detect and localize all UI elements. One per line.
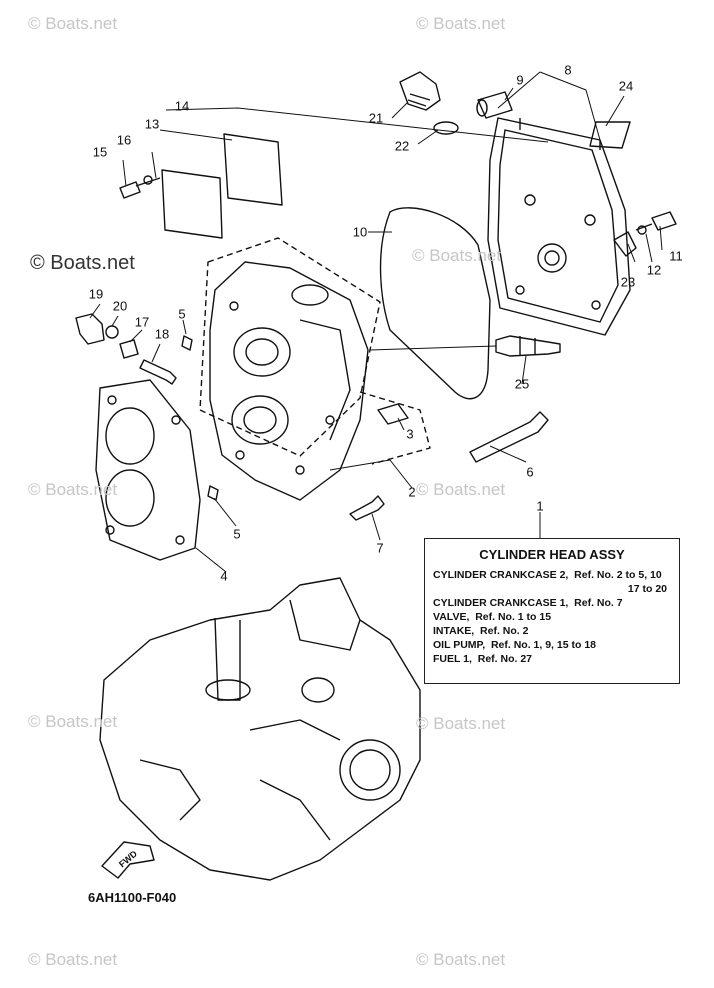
callout-10: 10	[352, 224, 368, 240]
plug-9	[476, 91, 513, 119]
callout-4: 4	[220, 568, 228, 584]
sleeve-3	[377, 403, 409, 425]
dashed-frame-head-right	[359, 391, 431, 465]
fwd-arrow	[101, 841, 155, 879]
watermark: © Boats.net	[28, 950, 118, 969]
bolt-11	[635, 211, 677, 231]
legend-line: FUEL 1, Ref. No. 27	[433, 653, 532, 665]
cylinder-head-cover	[487, 117, 631, 336]
callout-17: 17	[134, 314, 150, 330]
legend-box: CYLINDER HEAD ASSY CYLINDER CRANKCASE 2,…	[424, 538, 680, 684]
bolt-18	[139, 359, 177, 385]
legend-line: CYLINDER CRANKCASE 1, Ref. No. 7	[433, 597, 623, 609]
callout-7: 7	[376, 540, 384, 556]
collar-17	[119, 339, 139, 359]
callout-14: 14	[174, 98, 190, 114]
callout-16: 16	[116, 132, 132, 148]
callout-15: 15	[92, 144, 108, 160]
callout-11: 11	[669, 248, 683, 264]
legend-title: CYLINDER HEAD ASSY	[479, 547, 625, 562]
watermark: © Boats.net	[416, 950, 506, 969]
legend-line: INTAKE, Ref. No. 2	[433, 625, 529, 637]
oil-filler-cap	[399, 71, 441, 111]
gasket-13	[161, 169, 223, 239]
part-19	[75, 313, 105, 345]
callout-20: 20	[112, 298, 128, 314]
legend-line: CYLINDER CRANKCASE 2, Ref. No. 2 to 5, 1…	[433, 569, 662, 581]
callout-2: 2	[408, 484, 416, 500]
callout-21: 21	[368, 110, 384, 126]
callout-12: 12	[646, 262, 662, 278]
watermark: © Boats.net	[416, 14, 506, 33]
watermark: © Boats.net	[28, 712, 118, 731]
watermark: © Boats.net	[416, 480, 506, 499]
o-ring-22	[433, 121, 459, 135]
washer-12	[637, 225, 647, 235]
ring-20	[105, 325, 119, 339]
callout-19: 19	[88, 286, 104, 302]
head-gasket	[95, 379, 201, 561]
watermark: © Boats.net	[30, 252, 135, 274]
watermark: © Boats.net	[28, 14, 118, 33]
dowel-5a	[181, 335, 193, 351]
bolt-15	[119, 177, 161, 199]
callout-13: 13	[144, 116, 160, 132]
callout-24: 24	[618, 78, 634, 94]
callout-18: 18	[154, 326, 170, 342]
callout-9: 9	[516, 72, 524, 88]
callout-23: 23	[620, 274, 636, 290]
watermark: © Boats.net	[28, 480, 118, 499]
callout-22: 22	[394, 138, 410, 154]
cover-14	[223, 133, 283, 206]
leader-lines	[89, 71, 663, 573]
legend-line: VALVE, Ref. No. 1 to 15	[433, 611, 552, 623]
bolt-7	[349, 495, 385, 521]
callout-6: 6	[526, 464, 534, 480]
watermark: © Boats.net	[412, 246, 502, 265]
callout-1: 1	[536, 498, 544, 514]
clip-23	[613, 231, 637, 257]
plate-24	[589, 121, 631, 149]
dowel-5b	[207, 485, 219, 501]
callout-5: 5	[178, 306, 186, 322]
bolt-6	[469, 411, 549, 463]
callout-5: 5	[233, 526, 241, 542]
cylinder-head	[209, 261, 369, 501]
crankcase	[99, 577, 421, 881]
callout-8: 8	[564, 62, 572, 78]
legend-line: 17 to 20	[627, 583, 667, 595]
spark-plug	[495, 335, 561, 357]
part-code: 6AH1100-F040	[88, 890, 177, 905]
callout-25: 25	[514, 376, 530, 392]
callout-3: 3	[406, 426, 414, 442]
watermark: © Boats.net	[416, 714, 506, 733]
washer-16	[143, 175, 153, 185]
dashed-frame-head	[199, 237, 381, 457]
legend-line: OIL PUMP, Ref. No. 1, 9, 15 to 18	[433, 639, 596, 651]
gasket-10	[379, 207, 491, 400]
